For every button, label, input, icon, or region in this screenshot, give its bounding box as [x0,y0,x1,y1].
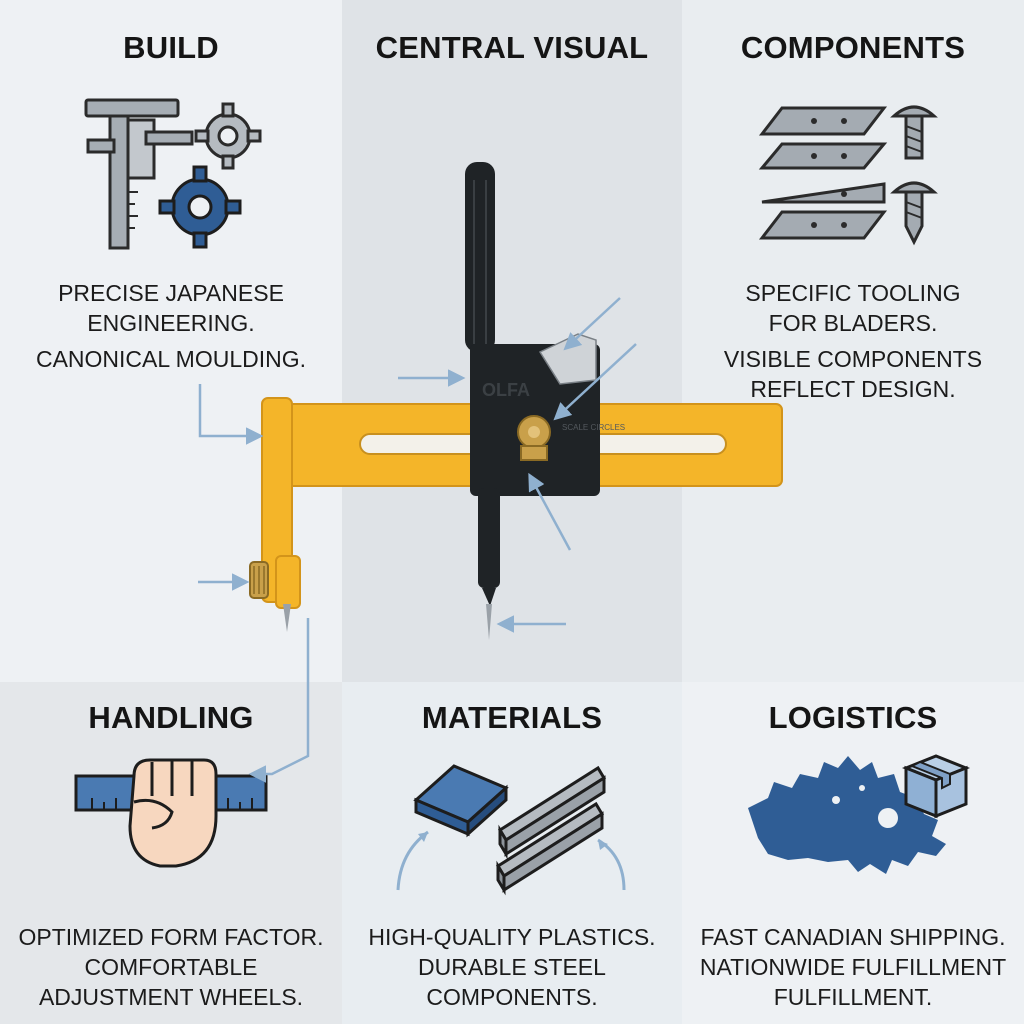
materials-line-2: DURABLE STEEL [418,954,606,980]
hand-ruler-icon [74,758,268,868]
handling-line-3: ADJUSTMENT WHEELS. [38,984,304,1010]
materials-section: MATERIALS HIGH-QUALITY PLASTICS. DURABLE… [342,682,682,1024]
components-line-1: SPECIFIC TOOLING [745,280,961,306]
central-section: CENTRAL VISUAL [342,0,682,682]
logistics-line-3: FULFILLMENT. [773,984,933,1010]
handling-section: HANDLING OPTIMIZED FORM FACTOR. COMFORTA… [0,682,342,1024]
central-title: CENTRAL VISUAL [375,30,649,65]
logistics-line-1: FAST CANADIAN SHIPPING. [700,924,1006,950]
build-description: PRECISE JAPANESE ENGINEERING. CANONICAL … [0,278,342,374]
caliper-icon [84,98,262,250]
components-title: COMPONENTS [740,30,966,65]
blade-icon [758,105,938,246]
build-section: BUILD [0,0,342,682]
materials-line-1: HIGH-QUALITY PLASTICS. [368,924,656,950]
handling-line-2: COMFORTABLE [84,954,258,980]
components-description: SPECIFIC TOOLING FOR BLADERS. VISIBLE CO… [682,278,1024,404]
components-line-2: FOR BLADERS. [768,310,938,336]
screw-icon [890,105,938,246]
logistics-section: LOGISTICS FAST CANADIAN SHIPPING. NATION… [682,682,1024,1024]
handling-description: OPTIMIZED FORM FACTOR. COMFORTABLE ADJUS… [0,922,342,1012]
build-line-3: CANONICAL MOULDING. [35,346,307,372]
components-section: COMPONENTS [682,0,1024,682]
build-line-2: ENGINEERING. [87,310,255,336]
components-line-3: VISIBLE COMPONENTS [723,346,983,372]
materials-line-3: COMPONENTS. [426,984,598,1010]
build-title: BUILD [123,30,219,65]
steel-bar-icon [495,765,607,896]
logistics-description: FAST CANADIAN SHIPPING. NATIONWIDE FULFI… [682,922,1024,1012]
handling-line-1: OPTIMIZED FORM FACTOR. [18,924,324,950]
plastic-block-icon [396,764,626,896]
materials-description: HIGH-QUALITY PLASTICS. DURABLE STEEL COM… [342,922,682,1012]
build-line-1: PRECISE JAPANESE [58,280,284,306]
materials-title: MATERIALS [421,700,603,735]
handling-title: HANDLING [88,700,254,735]
canada-map-icon [748,754,971,874]
components-line-4: REFLECT DESIGN. [750,376,956,402]
logistics-title: LOGISTICS [768,700,938,735]
package-icon [901,754,971,819]
logistics-line-2: NATIONWIDE FULFILLMENT [699,954,1007,980]
